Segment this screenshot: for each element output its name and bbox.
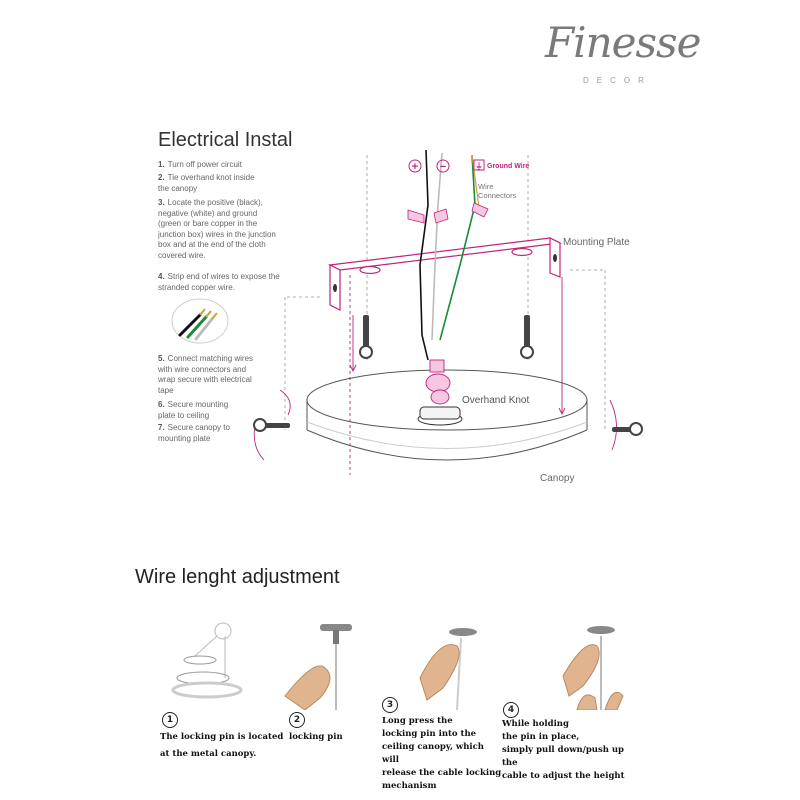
pendant-illustration (171, 622, 243, 699)
locking-pin-illustration (284, 624, 352, 710)
install-step: 5.Connect matching wires with wire conne… (158, 354, 254, 395)
mounting-plate (327, 237, 563, 311)
canopy-label: Canopy (540, 473, 574, 484)
overhand-knot-label: Overhand Knot (462, 395, 529, 406)
install-title: Electrical Instal (158, 129, 293, 151)
step-number-badge: 3 (382, 697, 398, 713)
stripped-wires-illustration (171, 298, 229, 344)
adjust-step-caption: locking pin (289, 732, 343, 742)
logo-wordmark: Finesse (545, 18, 701, 67)
step-number-badge: 2 (289, 712, 305, 728)
electrical-diagram: + − ⏚ Ground Wire Wire Connectors Mounti… (253, 149, 643, 484)
wires (419, 149, 481, 361)
wire-connectors-label: Wire (478, 182, 493, 191)
install-step: 6.Secure mounting plate to ceiling (158, 400, 229, 420)
adjust-step-caption: Long press the locking pin into the ceil… (382, 716, 502, 791)
wire-connectors-label: Connectors (478, 191, 517, 200)
step-number-badge: 4 (503, 702, 519, 718)
adjust-height-illustration (562, 626, 624, 710)
install-step: 1.Turn off power circuit (158, 160, 242, 169)
adjust-title: Wire lenght adjustment (135, 566, 340, 588)
press-pin-illustration (419, 628, 477, 710)
adjust-step-caption: While holding the pin in place, simply p… (502, 719, 625, 781)
overhand-knot (425, 359, 451, 405)
mounting-plate-label: Mounting Plate (563, 237, 630, 248)
install-step: 3.Locate the positive (black), negative … (158, 198, 276, 260)
ground-wire-label: Ground Wire (487, 163, 529, 170)
install-step: 4.Strip end of wires to expose the stran… (158, 272, 280, 292)
install-step: 7.Secure canopy to mounting plate (158, 423, 230, 443)
plus-symbol: + (412, 161, 418, 173)
screws (253, 315, 643, 436)
brand-logo: Finesse DECOR (545, 18, 701, 98)
adjust-step-caption: The locking pin is located at the metal … (160, 732, 284, 759)
logo-subtitle: DECOR (583, 76, 652, 85)
step-number-badge: 1 (162, 712, 178, 728)
wire-connectors (407, 202, 489, 224)
canopy-shape (306, 369, 588, 461)
wire-symbols: + − ⏚ (408, 159, 485, 173)
minus-symbol: − (440, 161, 446, 173)
install-step: 2.Tie overhand knot inside the canopy (158, 173, 255, 193)
ground-symbol-icon: ⏚ (475, 162, 483, 171)
lock-nut (417, 406, 463, 426)
adjust-illustrations (171, 622, 624, 710)
